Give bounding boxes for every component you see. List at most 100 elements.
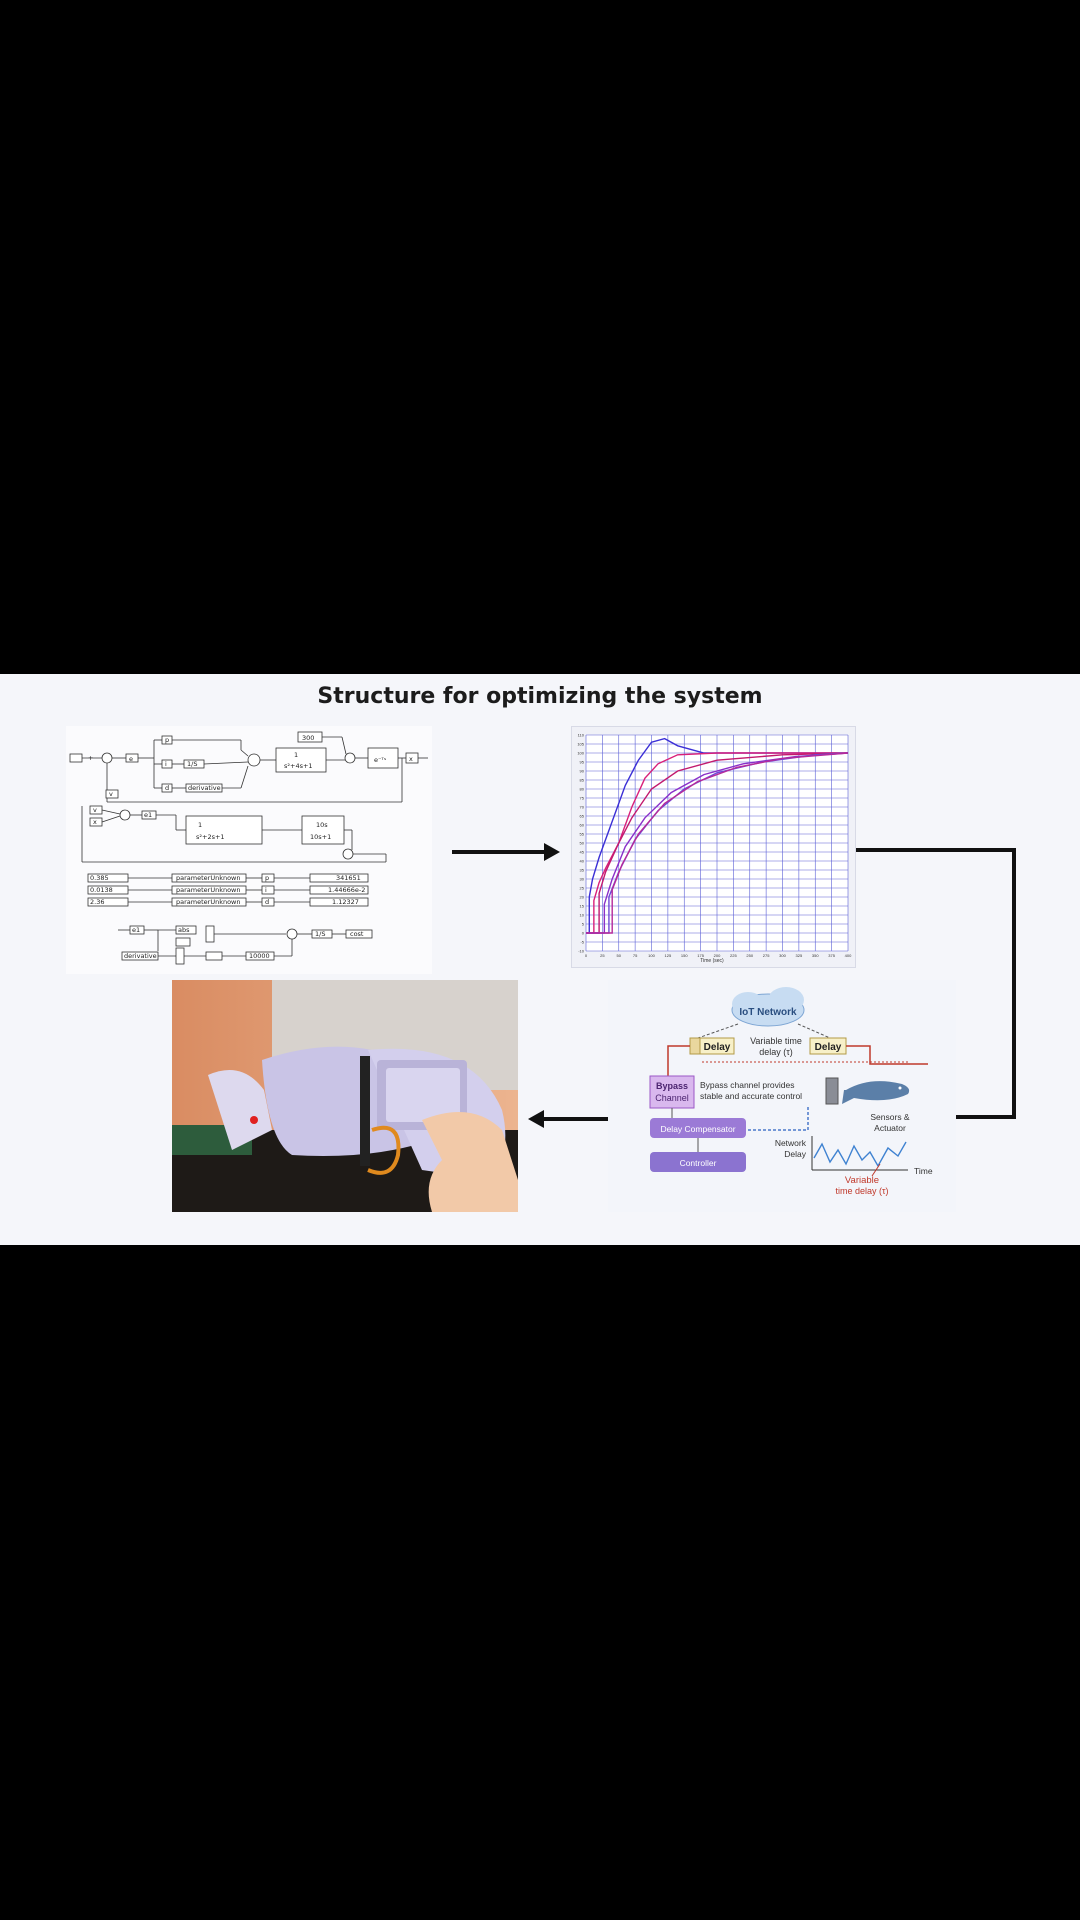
delay-compensator-box: Delay Compensator	[650, 1118, 746, 1138]
arrow-diagram-to-chart	[452, 843, 560, 861]
x-tick-label: 400	[845, 953, 852, 958]
block-integrator2: 1/S	[315, 930, 325, 938]
bypass-label: Bypass	[656, 1081, 688, 1091]
block-e1b: e1	[132, 926, 140, 934]
tf1-num: 1	[294, 751, 298, 759]
y-tick-label: 0	[582, 931, 585, 936]
variable-time-text: Variable time	[750, 1036, 802, 1046]
chart-grid	[585, 734, 849, 952]
blue-link	[748, 1106, 809, 1131]
block-derivative2: derivative	[124, 952, 157, 960]
y-tick-label: 60	[580, 823, 585, 828]
y-tick-label: 80	[580, 787, 585, 792]
x-tick-label: 0	[585, 953, 588, 958]
y-tick-label: 45	[580, 850, 585, 855]
prototype-photo	[172, 980, 518, 1212]
y-tick-label: 105	[577, 742, 584, 747]
x-tick-label: 325	[796, 953, 803, 958]
tf2-num: 1	[198, 821, 202, 829]
x-tick-label: 300	[779, 953, 786, 958]
y-tick-label: 40	[580, 859, 585, 864]
y-tick-label: 5	[582, 922, 585, 927]
param-p-input: 0.385	[90, 874, 109, 882]
param-d-output: 1.12327	[332, 898, 359, 906]
x-tick-label: 350	[812, 953, 819, 958]
variable-label: Variable	[845, 1175, 879, 1186]
block-e1: e1	[144, 811, 152, 819]
x-tick-label: 25	[600, 953, 605, 958]
block-out-x: x	[409, 755, 413, 763]
param-i-output: 1.44666e-2	[328, 886, 365, 894]
bypass-label-2: Channel	[655, 1093, 689, 1103]
slide-title: Structure for optimizing the system	[317, 684, 763, 709]
chart-series	[586, 737, 849, 934]
param-i-input: 0.0138	[90, 886, 113, 894]
network-delay-label-2: Delay	[784, 1149, 806, 1159]
sum-label: +	[88, 754, 93, 762]
y-tick-label: 15	[580, 904, 585, 909]
variable-label-2: time delay (τ)	[835, 1186, 888, 1196]
series-line-4	[586, 752, 849, 934]
y-tick-label: 55	[580, 832, 585, 837]
x-tick-label: 250	[746, 953, 753, 958]
delay-box-1: Delay	[689, 1037, 735, 1055]
delay1-label: Delay	[704, 1042, 731, 1053]
y-tick-label: 75	[580, 796, 585, 801]
variable-time-text-2: delay (τ)	[759, 1047, 793, 1057]
servo-bracket	[360, 1056, 370, 1166]
y-tick-label: 95	[580, 760, 585, 765]
block-e: e	[129, 755, 133, 763]
block-delay: e⁻ᵀˢ	[374, 756, 387, 764]
x-tick-label: 125	[665, 953, 672, 958]
fish-robot-icon	[842, 1081, 910, 1104]
bypass-channel-box: Bypass Channel	[649, 1075, 695, 1109]
block-v2: v	[93, 806, 97, 814]
delay2-label: Delay	[815, 1042, 842, 1053]
block-i: i	[165, 760, 167, 768]
x-tick-label: 75	[633, 953, 638, 958]
param-d-label: parameterUnknown	[176, 898, 241, 906]
param-d-input: 2.36	[90, 898, 104, 906]
y-tick-label: -10	[578, 949, 585, 954]
param-i-name: i	[265, 886, 267, 894]
block-integrator: 1/S	[187, 760, 197, 768]
delay-comp-label: Delay Compensator	[660, 1124, 735, 1134]
x-tick-label: 100	[648, 953, 655, 958]
y-tick-label: 35	[580, 868, 585, 873]
block-v: v	[109, 790, 113, 798]
chart-xlabel: Time (sec)	[700, 958, 724, 964]
controller-label: Controller	[680, 1158, 717, 1168]
x-tick-label: 200	[714, 953, 721, 958]
block-gain2: 10000	[249, 952, 270, 960]
red-link-left	[667, 1045, 690, 1076]
block-d: d	[165, 784, 169, 792]
y-tick-label: 50	[580, 841, 585, 846]
y-tick-label: 90	[580, 769, 585, 774]
network-delay-label: Network	[775, 1138, 807, 1148]
series-line-6	[586, 752, 849, 934]
controller-box: Controller	[650, 1152, 746, 1172]
y-tick-label: 100	[577, 751, 584, 756]
block-derivative: derivative	[188, 784, 221, 792]
iot-diagram: IoT Network Delay Variable time delay (τ…	[608, 980, 956, 1212]
fish-tail-fin	[208, 1070, 272, 1150]
actuator-device	[825, 1077, 839, 1105]
x-tick-label: 225	[730, 953, 737, 958]
y-tick-label: 110	[578, 733, 585, 738]
block-x2: x	[93, 818, 97, 826]
block-abs: abs	[178, 926, 190, 934]
param-p-label: parameterUnknown	[176, 874, 241, 882]
series-line-2	[586, 752, 848, 934]
slide: Structure for optimizing the system	[0, 674, 1080, 1245]
y-tick-label: 20	[580, 895, 585, 900]
tf3-num: 10s	[316, 821, 328, 829]
y-tick-label: 85	[580, 778, 585, 783]
block-p: p	[165, 736, 169, 744]
cloud-icon: IoT Network	[731, 987, 805, 1027]
hand	[422, 1112, 518, 1212]
series-line-1	[586, 737, 848, 934]
sensors-label-2: Actuator	[874, 1123, 906, 1133]
